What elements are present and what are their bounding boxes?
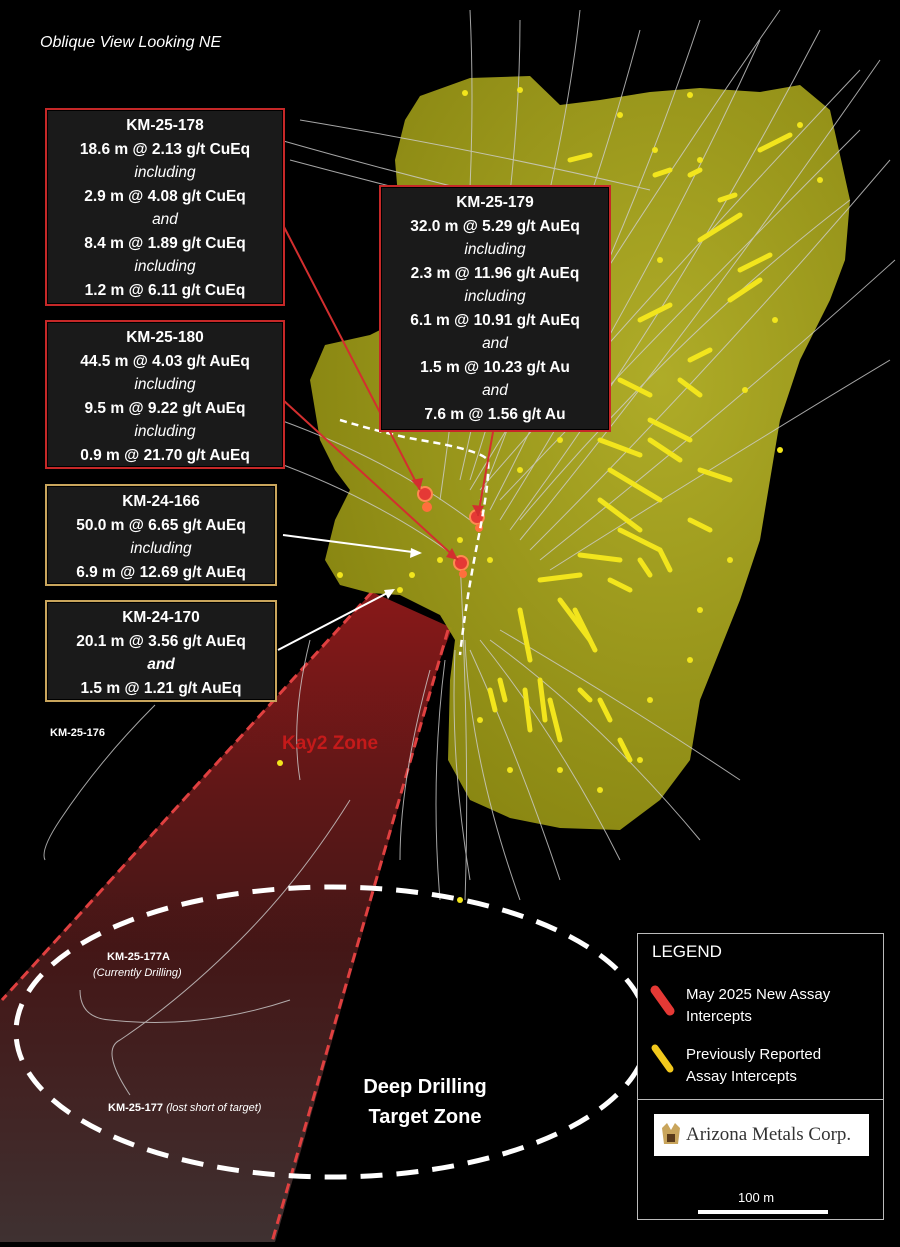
legend-divider	[638, 1099, 883, 1100]
callout-interval: 1.5 m @ 10.23 g/t Au	[420, 358, 570, 376]
callout-interval: 32.0 m @ 5.29 g/t AuEq	[410, 217, 580, 235]
callout-connector: and	[147, 656, 175, 673]
company-logo: Arizona Metals Corp.	[654, 1114, 869, 1156]
callout-hole-id: KM-24-170	[122, 609, 200, 626]
logo-crown-icon	[662, 1123, 680, 1144]
callout-km-25-179: KM-25-179 32.0 m @ 5.29 g/t AuEq including…	[379, 185, 611, 432]
callout-connector: including	[464, 288, 526, 305]
callout-interval: 9.5 m @ 9.22 g/t AuEq	[84, 399, 246, 417]
label-km-25-177: KM-25-177 (lost short of target)	[108, 1102, 262, 1114]
callout-connector: including	[134, 164, 196, 181]
callout-hole-id: KM-25-180	[126, 329, 204, 346]
callout-connector: including	[134, 376, 196, 393]
callout-interval: 6.9 m @ 12.69 g/t AuEq	[76, 563, 246, 581]
callout-interval: 1.2 m @ 6.11 g/t CuEq	[84, 281, 246, 299]
callout-interval: 50.0 m @ 6.65 g/t AuEq	[76, 516, 246, 534]
callout-hole-id: KM-25-178	[126, 117, 204, 134]
view-title: Oblique View Looking NE	[40, 34, 222, 51]
new-intercept-swatch-icon	[650, 985, 675, 1016]
callout-interval: 7.6 m @ 1.56 g/t Au	[424, 405, 566, 423]
scale-bar	[698, 1210, 828, 1214]
callout-km-25-178: KM-25-178 18.6 m @ 2.13 g/t CuEq including…	[45, 108, 285, 306]
callout-interval: 2.9 m @ 4.08 g/t CuEq	[84, 187, 246, 205]
callout-connector: and	[482, 335, 508, 352]
callout-interval: 20.1 m @ 3.56 g/t AuEq	[76, 632, 246, 650]
kay2-zone-label: Kay2 Zone	[282, 733, 379, 754]
drill-traces	[43, 9, 896, 1096]
callout-interval: 8.4 m @ 1.89 g/t CuEq	[84, 234, 246, 252]
callout-km-24-170: KM-24-170 20.1 m @ 3.56 g/t AuEq and 1.5 m …	[45, 600, 277, 702]
callout-connector: and	[482, 382, 508, 399]
callout-connector: and	[152, 211, 178, 228]
callout-hole-id: KM-24-166	[122, 493, 200, 510]
scale-bar-label: 100 m	[738, 1190, 775, 1205]
previous-intercept-swatch-icon	[651, 1044, 674, 1073]
leader-arrowheads	[384, 478, 484, 599]
callout-km-25-180: KM-25-180 44.5 m @ 4.03 g/t AuEq including…	[45, 320, 285, 469]
cone-edge-right	[270, 629, 450, 1243]
callout-interval: 1.5 m @ 1.21 g/t AuEq	[80, 679, 242, 697]
label-km-25-177a: KM-25-177A	[107, 951, 170, 963]
legend-title: LEGEND	[652, 942, 722, 961]
callout-connector: including	[130, 540, 192, 557]
callout-interval: 44.5 m @ 4.03 g/t AuEq	[80, 352, 250, 370]
callout-interval: 2.3 m @ 11.96 g/t AuEq	[410, 264, 580, 282]
cone-edge-left	[0, 590, 374, 1002]
callout-connector: including	[134, 423, 196, 440]
callout-connector: including	[134, 258, 196, 275]
callout-connector: including	[464, 241, 526, 258]
deep-drilling-cone	[0, 592, 452, 1242]
deep-drilling-target-label: Deep Drilling Target Zone	[363, 1076, 487, 1128]
callout-hole-id: KM-25-179	[456, 194, 534, 211]
callout-interval: 0.9 m @ 21.70 g/t AuEq	[80, 446, 250, 464]
label-km-25-176: KM-25-176	[50, 727, 106, 739]
callout-km-24-166: KM-24-166 50.0 m @ 6.65 g/t AuEq including…	[45, 484, 277, 586]
logo-text: Arizona Metals Corp.	[686, 1124, 852, 1145]
label-km-25-177a-note: (Currently Drilling)	[93, 967, 182, 979]
callout-interval: 18.6 m @ 2.13 g/t CuEq	[79, 140, 251, 158]
callout-interval: 6.1 m @ 10.91 g/t AuEq	[410, 311, 580, 329]
previous-intercepts	[487, 132, 793, 763]
fault-dashed-line	[339, 418, 490, 656]
callout-leaders	[277, 224, 494, 651]
previous-intercept-points	[277, 87, 823, 903]
